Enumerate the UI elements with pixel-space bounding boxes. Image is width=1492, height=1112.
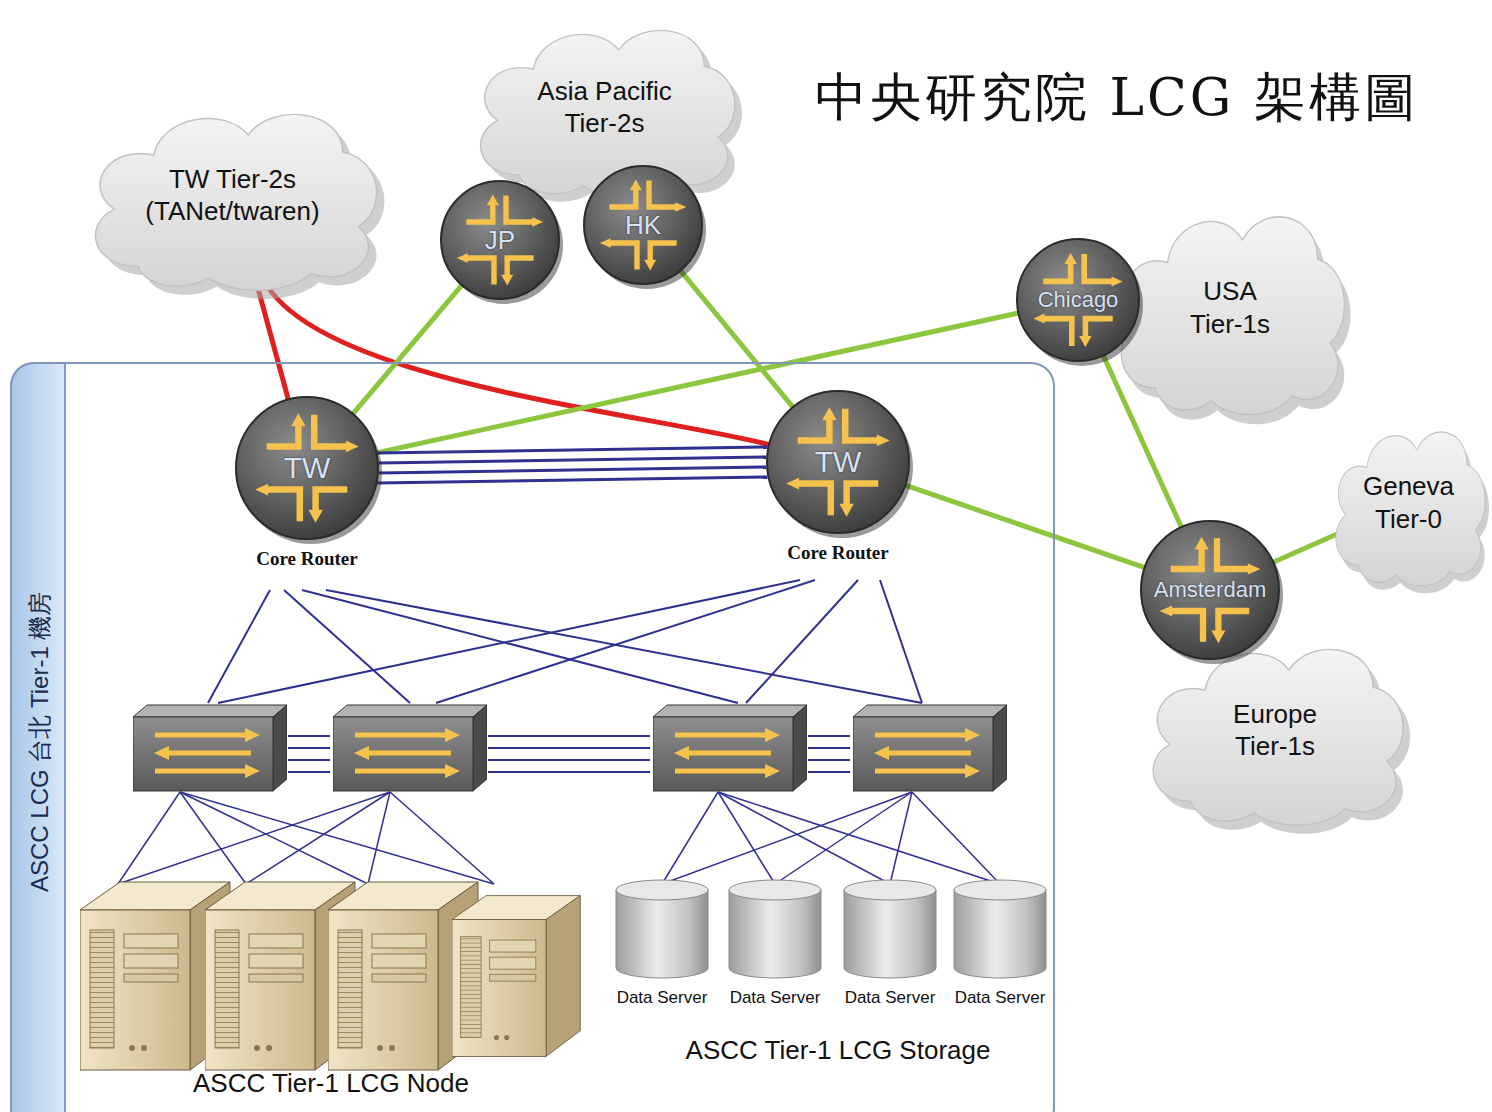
router-arrowhead <box>487 194 499 205</box>
router-arrowhead <box>644 260 656 271</box>
router-arrowhead <box>1064 253 1076 264</box>
server-label: Data Server <box>710 988 840 1008</box>
router-body <box>584 166 702 284</box>
network-cloud: Europe Tier-1s <box>1135 630 1415 830</box>
storage-cylinder <box>727 878 823 982</box>
router-node: HK <box>583 165 703 285</box>
router-name: HK <box>583 165 703 285</box>
network-link <box>1273 532 1342 562</box>
cylinder-body <box>729 890 821 978</box>
cylinder-body <box>616 890 708 978</box>
router-body <box>1017 239 1139 361</box>
router-name: Amsterdam <box>1140 520 1280 660</box>
storage-cylinder <box>952 878 1048 982</box>
router-body <box>767 391 909 533</box>
router-name: JP <box>440 180 560 300</box>
router-node: Chicago <box>1016 238 1140 362</box>
cloud-label: Europe Tier-1s <box>1225 698 1325 763</box>
router-name: Chicago <box>1016 238 1140 362</box>
router-name: TW <box>766 390 910 534</box>
router-arrowhead <box>786 478 799 490</box>
storage-cylinder <box>842 878 938 982</box>
cloud-fill <box>95 114 376 290</box>
cloud-label: Asia Pacific Tier-2s <box>527 75 682 140</box>
router-arrowhead <box>630 179 642 190</box>
cylinder-body <box>844 890 936 978</box>
link-line <box>1273 532 1342 562</box>
router-arrowhead <box>1248 563 1261 574</box>
router-arrowhead <box>308 510 322 523</box>
router-body <box>1141 521 1279 659</box>
server-label: Data Server <box>825 988 955 1008</box>
core-router: TWCore Router <box>235 396 379 580</box>
router-body <box>236 397 378 539</box>
router-arrowhead <box>255 484 268 496</box>
cylinder-top <box>954 880 1046 900</box>
server-label: Data Server <box>597 988 727 1008</box>
network-cloud: TW Tier-2s (TANet/twaren) <box>75 95 390 295</box>
server-label: Data Server <box>935 988 1065 1008</box>
router-arrowhead <box>600 238 611 248</box>
network-cloud: USA Tier-1sChicago <box>1105 195 1355 420</box>
cylinder-top <box>616 880 708 900</box>
cloud-fill <box>481 30 735 197</box>
cloud-shape <box>1325 415 1492 590</box>
router-body <box>441 181 559 299</box>
router-caption: Core Router <box>726 542 950 565</box>
cylinder-top <box>844 880 936 900</box>
cloud-label: Geneva Tier-0 <box>1359 470 1459 535</box>
router-caption: Core Router <box>195 548 419 571</box>
cloud-shape <box>462 12 747 202</box>
router-arrowhead <box>1211 631 1225 644</box>
data-server: Data Server <box>607 878 717 1010</box>
cloud-fill <box>1121 217 1344 415</box>
room-label: ASCC LCG 台北 Tier-1 機房 <box>26 592 54 892</box>
data-server: Data Server <box>835 878 945 1010</box>
router-arrowhead <box>457 253 468 263</box>
cloud-text-area: Asia Pacific Tier-2s <box>462 12 747 202</box>
cloud-label: TW Tier-2s (TANet/twaren) <box>138 163 328 228</box>
cloud-label: USA Tier-1s <box>1180 275 1280 340</box>
router-arrowhead <box>839 504 853 517</box>
network-cloud: Asia Pacific Tier-2sJPHK <box>462 12 747 202</box>
router-arrowhead <box>532 217 543 227</box>
router-node: JP <box>440 180 560 300</box>
router-node: Amsterdam <box>1140 520 1280 660</box>
data-server: Data Server <box>720 878 830 1010</box>
cloud-shape <box>75 95 390 295</box>
cloud-text-area: Europe Tier-1s <box>1135 630 1415 830</box>
cylinder-body <box>954 890 1046 978</box>
router-arrowhead <box>346 441 359 453</box>
router-arrowhead <box>877 435 890 447</box>
router-name: TW <box>235 396 379 540</box>
router-arrowhead <box>822 407 836 420</box>
group-label: ASCC Tier-1 LCG Storage <box>686 1036 991 1065</box>
router-arrowhead <box>1112 276 1123 286</box>
router-arrowhead <box>501 275 513 286</box>
cloud-text-area: Geneva Tier-0 <box>1325 415 1492 590</box>
data-server: Data Server <box>945 878 1055 1010</box>
core-router: TWCore Router <box>766 390 910 574</box>
cloud-shape <box>1135 630 1415 830</box>
diagram-title: 中央研究院 LCG 架構圖 <box>815 66 1419 128</box>
router-arrowhead <box>675 202 686 212</box>
network-cloud: Geneva Tier-0 <box>1325 415 1492 590</box>
cloud-fill <box>1336 432 1485 586</box>
router-arrowhead <box>1195 537 1209 550</box>
group-label: ASCC Tier-1 LCG Node <box>193 1069 469 1098</box>
cylinder-top <box>729 880 821 900</box>
router-arrowhead <box>1033 314 1044 324</box>
cloud-fill <box>1153 649 1403 825</box>
router-arrowhead <box>1160 605 1173 616</box>
router-arrowhead <box>291 413 305 426</box>
storage-cylinder <box>614 878 710 982</box>
cloud-text-area: TW Tier-2s (TANet/twaren) <box>75 95 390 295</box>
router-arrowhead <box>1079 336 1091 347</box>
machine-room-band: ASCC LCG 台北 Tier-1 機房TWCore RouterTWCore… <box>10 362 1055 1112</box>
